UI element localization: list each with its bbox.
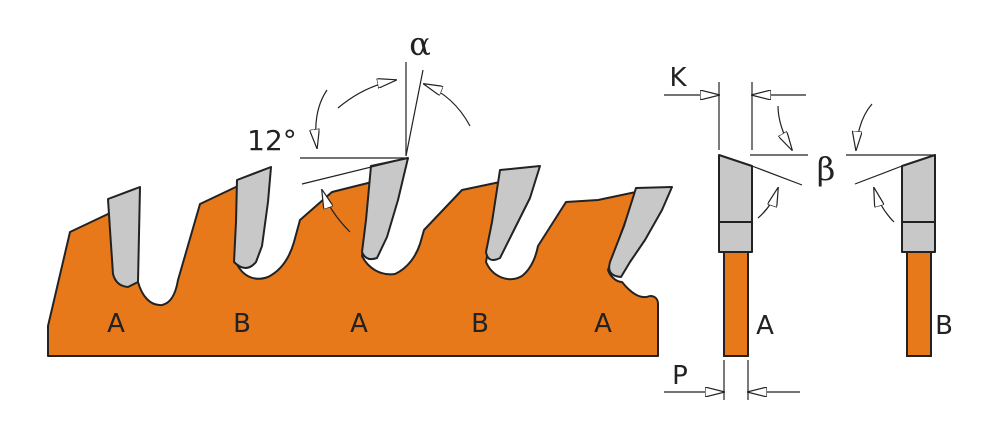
beta-a-bevel [751,165,803,186]
tooth-2 [233,166,272,269]
clearance-line [301,157,409,185]
beta-b-arc-lower [874,188,895,223]
profile-a-tooth [718,154,753,253]
profile-b: B [901,154,953,357]
tooth-3 [361,157,409,261]
profile-a-body [723,249,749,357]
hook-arc-lower [322,190,351,233]
blade-body [47,181,659,357]
profile-a-label: A [756,311,774,341]
saw-blade: A B A B A [47,157,673,357]
tooth-4 [485,165,541,261]
profile-b-label: B [935,311,953,341]
alpha-arc-left [337,80,396,109]
profile-b-body [906,249,932,357]
tooth-5 [608,186,673,278]
hook-angle-label: 12° [247,124,297,157]
plate-label: P [672,361,688,391]
beta-label: β [817,150,836,188]
blade-tooth-label: B [471,309,489,339]
angle-annotations [300,62,471,233]
kerf-label: K [669,63,687,93]
alpha-arc-right [424,84,471,127]
rake-face-line [405,69,424,157]
beta-b-bevel [854,165,903,185]
profile-a: A [718,154,774,357]
beta-a-arc-lower [757,188,778,219]
beta-b-arc-upper [856,103,873,150]
blade-tooth-label: A [107,309,125,339]
beta-a-arc-upper [777,105,792,150]
alpha-label: α [409,25,431,63]
hook-arc-upper [316,89,328,148]
tooth-1 [107,186,141,288]
dimension-annotations [664,82,935,400]
blade-tooth-label: B [233,309,251,339]
blade-tooth-label: A [594,309,612,339]
blade-tooth-label: A [350,309,368,339]
profile-b-tooth [901,154,936,253]
